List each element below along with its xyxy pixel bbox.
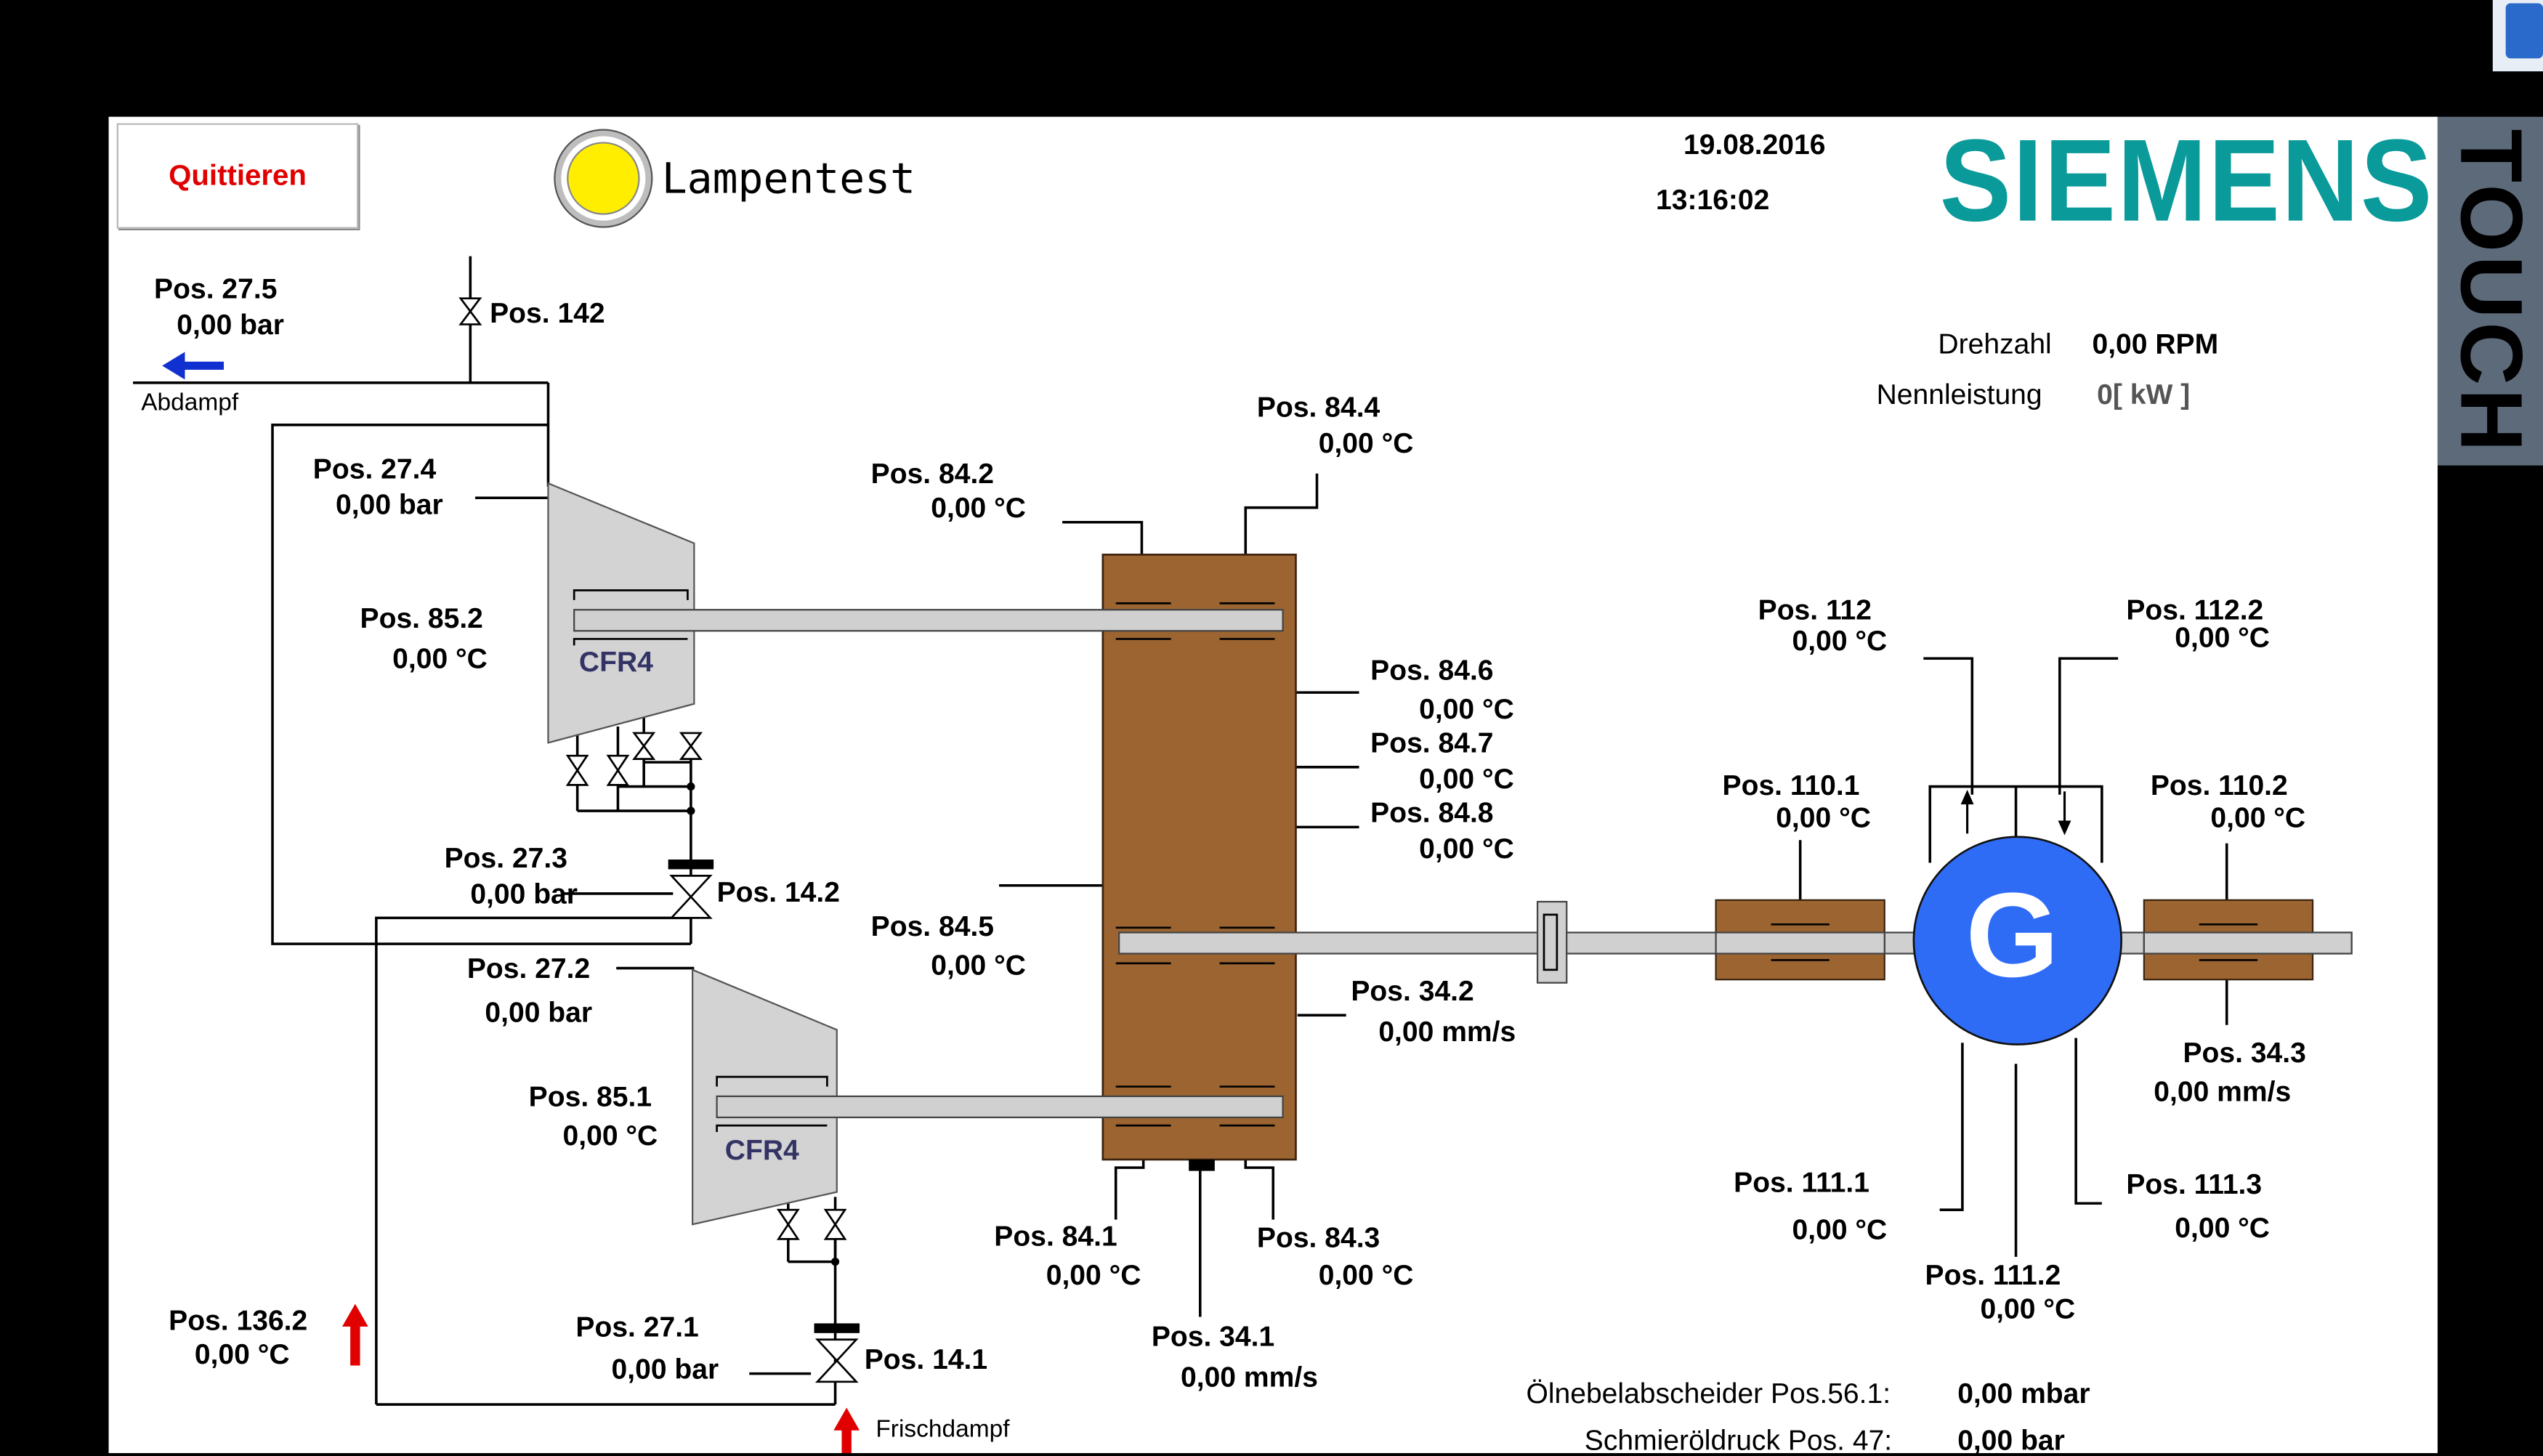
gearbox bbox=[1101, 554, 1297, 1161]
taskbar-icon[interactable] bbox=[2492, 0, 2543, 72]
pos-110-2-value: 0,00 °C bbox=[2210, 801, 2306, 834]
pos-84-1-name: Pos. 84.1 bbox=[994, 1219, 1117, 1253]
upper-turbine-label: CFR4 bbox=[578, 645, 653, 679]
pos-112-2-name: Pos. 112.2 bbox=[2126, 593, 2264, 626]
pos-27-1-name: Pos. 27.1 bbox=[575, 1310, 699, 1343]
pos-85-1-name: Pos. 85.1 bbox=[528, 1080, 652, 1113]
generator bbox=[1912, 836, 2122, 1046]
pos-27-5-value: 0,00 bar bbox=[177, 308, 284, 341]
pos-34-2-value: 0,00 mm/s bbox=[1378, 1015, 1516, 1048]
pos-111-3-name: Pos. 111.3 bbox=[2126, 1168, 2263, 1200]
pos-27-3-value: 0,00 bar bbox=[470, 877, 578, 910]
pos-84-8-value: 0,00 °C bbox=[1419, 832, 1514, 865]
pos-84-6-name: Pos. 84.6 bbox=[1370, 653, 1494, 687]
pos-34-3-name: Pos. 34.3 bbox=[2183, 1036, 2306, 1069]
oil-mist-value: 0,00 mbar bbox=[1957, 1377, 2090, 1410]
power-value: 0[ kW ] bbox=[2097, 378, 2191, 410]
pos-84-6-value: 0,00 °C bbox=[1419, 692, 1514, 725]
pos-142-name: Pos. 142 bbox=[490, 296, 605, 330]
pos-111-1-value: 0,00 °C bbox=[1792, 1213, 1888, 1246]
acknowledge-button[interactable]: Quittieren bbox=[116, 123, 359, 229]
exhaust-label: Abdampf bbox=[141, 389, 239, 417]
speed-value: 0,00 RPM bbox=[2092, 327, 2219, 360]
live-steam-label: Frischdampf bbox=[876, 1415, 1010, 1444]
pos-112-name: Pos. 112 bbox=[1758, 593, 1872, 626]
pos-111-1-name: Pos. 111.1 bbox=[1734, 1165, 1869, 1199]
pos-27-1-value: 0,00 bar bbox=[611, 1352, 719, 1386]
live-steam-arrow bbox=[833, 1407, 860, 1453]
lamp-test-label[interactable]: Lampentest bbox=[661, 155, 916, 205]
pos-34-2-name: Pos. 34.2 bbox=[1351, 974, 1474, 1008]
lube-oil-label: Schmieröldruck Pos. 47: bbox=[1584, 1423, 1893, 1456]
pos-111-2-name: Pos. 111.2 bbox=[1925, 1258, 2061, 1291]
touch-label: TOUCH bbox=[2441, 128, 2539, 455]
pos-27-4-name: Pos. 27.4 bbox=[312, 452, 437, 485]
oil-mist-label: Ölnebelabscheider Pos.56.1: bbox=[1526, 1377, 1891, 1410]
pos-136-2-name: Pos. 136.2 bbox=[169, 1303, 308, 1337]
pos-34-1-value: 0,00 mm/s bbox=[1181, 1360, 1318, 1394]
pos-84-3-value: 0,00 °C bbox=[1318, 1258, 1414, 1291]
pos-112-value: 0,00 °C bbox=[1792, 624, 1888, 658]
pos-84-1-value: 0,00 °C bbox=[1046, 1258, 1141, 1291]
upper-shaft bbox=[573, 609, 1284, 632]
pos-84-5-name: Pos. 84.5 bbox=[870, 910, 995, 942]
valve-14-1 bbox=[814, 1338, 859, 1383]
valve-14-2 bbox=[669, 875, 713, 919]
power-label: Nennleistung bbox=[1876, 378, 2042, 410]
pos-110-1-name: Pos. 110.1 bbox=[1722, 769, 1860, 801]
temp-136-2-arrow bbox=[341, 1303, 368, 1366]
pos-84-7-name: Pos. 84.7 bbox=[1370, 727, 1494, 759]
pos-84-2-value: 0,00 °C bbox=[931, 491, 1026, 524]
pos-111-3-value: 0,00 °C bbox=[2175, 1211, 2271, 1245]
pos-136-2-value: 0,00 °C bbox=[194, 1338, 290, 1371]
pos-34-1-name: Pos. 34.1 bbox=[1151, 1319, 1275, 1353]
pos-34-3-value: 0,00 mm/s bbox=[2154, 1075, 2292, 1108]
pos-84-4-name: Pos. 84.4 bbox=[1256, 390, 1380, 424]
pos-84-3-name: Pos. 84.3 bbox=[1256, 1221, 1380, 1254]
pos-112-2-value: 0,00 °C bbox=[2175, 620, 2271, 654]
pos-14-2-name: Pos. 14.2 bbox=[716, 875, 841, 908]
pos-27-4-value: 0,00 bar bbox=[336, 488, 443, 521]
pos-110-1-value: 0,00 °C bbox=[1776, 801, 1871, 834]
bypass-pipe bbox=[271, 424, 691, 945]
lube-oil-value: 0,00 bar bbox=[1957, 1423, 2065, 1456]
pos-85-2-name: Pos. 85.2 bbox=[360, 602, 483, 634]
pos-84-2-name: Pos. 84.2 bbox=[870, 457, 995, 490]
pos-27-2-value: 0,00 bar bbox=[485, 995, 593, 1029]
pos-111-2-value: 0,00 °C bbox=[1980, 1293, 2076, 1325]
lower-shaft bbox=[716, 1095, 1284, 1119]
generator-label: G bbox=[1965, 867, 2059, 1003]
pos-85-2-value: 0,00 °C bbox=[392, 642, 488, 675]
valve-142 bbox=[458, 297, 482, 325]
output-shaft bbox=[1118, 931, 1542, 955]
time: 13:16:02 bbox=[1656, 183, 1770, 216]
pos-85-1-value: 0,00 °C bbox=[562, 1119, 658, 1152]
lower-turbine-label: CFR4 bbox=[724, 1133, 799, 1166]
pos-84-8-name: Pos. 84.8 bbox=[1370, 796, 1494, 829]
pos-84-4-value: 0,00 °C bbox=[1318, 426, 1414, 459]
touch-tab: TOUCH bbox=[2437, 116, 2543, 466]
pos-14-1-name: Pos. 14.1 bbox=[864, 1343, 988, 1375]
pos-27-2-name: Pos. 27.2 bbox=[466, 952, 591, 984]
pos-84-7-value: 0,00 °C bbox=[1419, 762, 1514, 795]
pos-27-3-name: Pos. 27.3 bbox=[444, 841, 568, 875]
pos-27-5-name: Pos. 27.5 bbox=[154, 272, 278, 305]
pos-84-5-value: 0,00 °C bbox=[931, 948, 1026, 982]
date: 19.08.2016 bbox=[1683, 128, 1826, 161]
exhaust-arrow bbox=[162, 352, 225, 380]
speed-label: Drehzahl bbox=[1938, 327, 2052, 360]
pos-110-2-name: Pos. 110.2 bbox=[2150, 769, 2288, 801]
siemens-logo: SIEMENS bbox=[1939, 116, 2434, 247]
